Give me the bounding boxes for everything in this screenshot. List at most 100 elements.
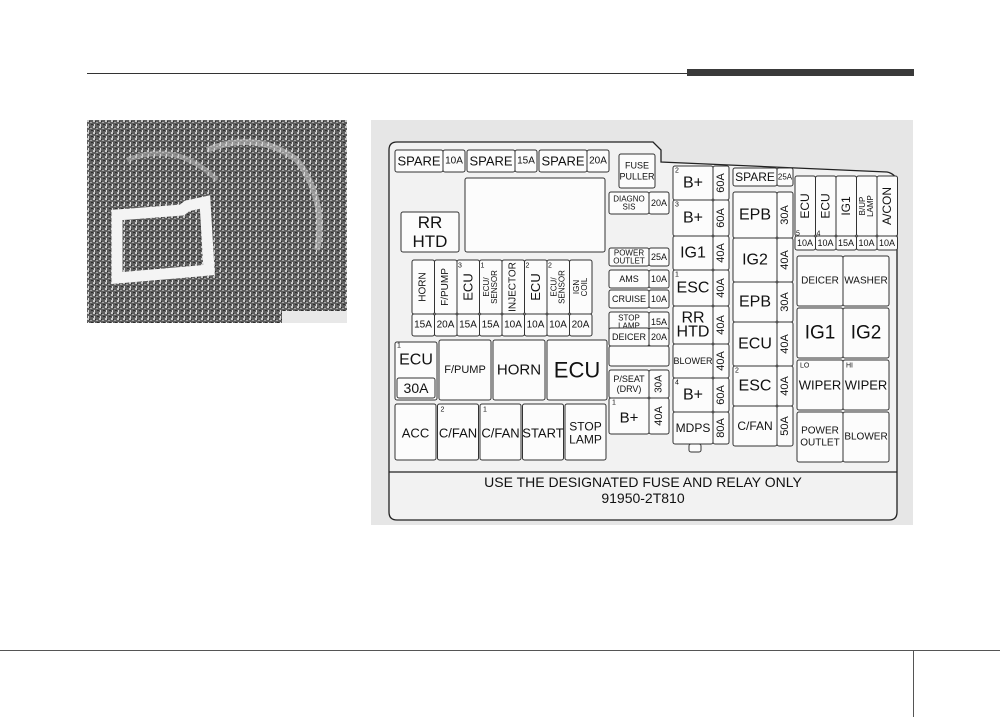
mini-fuse-label: SENSOR: [490, 270, 499, 304]
bottom-relay: [479, 403, 522, 461]
center-fuse-rating-box: [648, 269, 670, 289]
bottom-relay: [437, 403, 479, 461]
footer-part-number: 91950-2T810: [601, 490, 685, 506]
spare-fuse-rating: 15A: [517, 156, 535, 167]
mdps-tab: [688, 443, 702, 453]
header-rule-accent: [687, 69, 914, 76]
main-col-rating: 40A: [715, 278, 727, 298]
center-fuse-label: DIAGNO: [613, 195, 645, 204]
right-col-rating: 40A: [779, 334, 791, 354]
b-plus-1-label: B+: [620, 410, 639, 427]
mini-fuse-label: INJECTOR: [508, 262, 519, 312]
right-relay-label: BLOWER: [844, 432, 887, 443]
right-col-label: C/FAN: [737, 419, 772, 433]
spare-fuse-rating: 10A: [445, 156, 463, 167]
right-col-index: 2: [735, 368, 739, 375]
bottom-relay-label: C/FAN: [439, 426, 477, 441]
main-col-rating: 40A: [715, 243, 727, 263]
mini-fuse-label: ECU: [528, 273, 543, 300]
right-col-rating: 30A: [779, 292, 791, 312]
mini-fuse-index: 2: [526, 263, 530, 270]
b-plus-1-index: 1: [612, 400, 616, 407]
center-fuse-label: CRUISE: [612, 294, 646, 304]
engine-bay-photo: [87, 120, 347, 323]
photo-caption-tab: [282, 311, 347, 323]
mini-fuse-label: HORN: [418, 272, 429, 301]
center-fuse-label: SIS: [623, 203, 636, 212]
right-relay: [842, 307, 890, 359]
mini-fuse-index: 2: [548, 263, 552, 270]
right-col-label: ECU: [738, 336, 772, 353]
right-relay-label: IG1: [805, 323, 836, 344]
mini-fuse-rating: 15A: [414, 320, 432, 331]
center-fuse-label: POWER: [614, 249, 644, 258]
top-right-fuse-label: LAMP: [866, 195, 875, 217]
center-fuse-rating-box: [648, 247, 670, 267]
bottom-relay-label: LAMP: [569, 433, 602, 447]
main-col-index: 4: [675, 380, 679, 387]
main-col-rating: 60A: [715, 208, 727, 228]
mini-fuse-rating: 10A: [504, 320, 522, 331]
main-col-rating: 40A: [715, 351, 727, 371]
blank-fuse-slot: [608, 345, 670, 367]
main-col-index: 1: [675, 272, 679, 279]
right-col-label: ESC: [739, 378, 772, 395]
top-right-fuse-label: IG1: [839, 196, 853, 216]
mini-fuse-label: F/PUMP: [440, 268, 451, 306]
top-right-fuse-label: A/CON: [880, 187, 894, 225]
top-right-fuse-rating: 10A: [858, 238, 874, 248]
ecu-30a-rating-box: [396, 377, 436, 399]
right-col-rating: 30A: [779, 205, 791, 225]
mini-fuse-index: 1: [481, 263, 485, 270]
main-col-label: ESC: [677, 280, 710, 297]
right-relay: [842, 359, 890, 411]
main-col-rating: 40A: [715, 315, 727, 335]
right-relay-label: WIPER: [799, 378, 842, 393]
rr-htd-label: HTD: [413, 232, 448, 251]
top-right-fuse-index: 4: [817, 231, 821, 238]
spare-fuse-label: SPARE: [541, 154, 584, 169]
mid-relay: [546, 339, 608, 401]
spare-fuse-label: SPARE: [397, 154, 440, 169]
right-col-spare-rating: 25A: [778, 173, 793, 182]
bottom-relay-label: START: [522, 426, 563, 441]
center-fuse-rating: 25A: [651, 252, 667, 262]
main-col-index: 3: [675, 202, 679, 209]
center-fuse-rating: 10A: [651, 274, 667, 284]
right-col-rating: 40A: [779, 376, 791, 396]
center-fuse-rating: 15A: [651, 317, 667, 327]
mid-relay: [438, 339, 492, 401]
fuse-puller-slot: [618, 153, 656, 189]
mini-fuse-rating: 15A: [459, 320, 477, 331]
top-right-fuse-index: 5: [796, 231, 800, 238]
right-col-label: EPB: [739, 294, 771, 311]
spare-fuse-rating-box: [514, 149, 538, 173]
center-fuse-label: DEICER: [612, 332, 647, 342]
main-col-index: 2: [675, 168, 679, 175]
center-fuse-rating-box: [648, 289, 670, 309]
main-col-label: MDPS: [676, 421, 711, 435]
mini-fuse-rating: 10A: [549, 320, 567, 331]
top-right-fuse-label: ECU: [819, 193, 833, 218]
center-fuse-rating: 20A: [651, 332, 667, 342]
spare-fuse-label: SPARE: [469, 154, 512, 169]
pseat-label: (DRV): [617, 384, 642, 394]
mini-fuse-rating: 20A: [572, 320, 590, 331]
right-relay-label: DEICER: [801, 276, 839, 287]
bottom-relay: [564, 403, 607, 461]
mid-relay-label: F/PUMP: [444, 364, 486, 376]
right-relay-label: IG2: [851, 323, 882, 344]
spare-fuse-rating: 20A: [589, 156, 607, 167]
main-col-rating: 80A: [715, 418, 727, 438]
engine-bay-photo-icon: [87, 120, 347, 323]
center-fuse-rating: 20A: [651, 198, 667, 208]
right-col-spare-rating-box: [776, 167, 794, 187]
pseat-rating: 30A: [654, 375, 665, 393]
main-col-label: B+: [683, 210, 703, 227]
footer-divider: [913, 651, 914, 717]
right-relay-label: WASHER: [844, 276, 888, 287]
header-rule: [87, 73, 913, 74]
fuse-puller-label: PULLER: [619, 172, 655, 182]
